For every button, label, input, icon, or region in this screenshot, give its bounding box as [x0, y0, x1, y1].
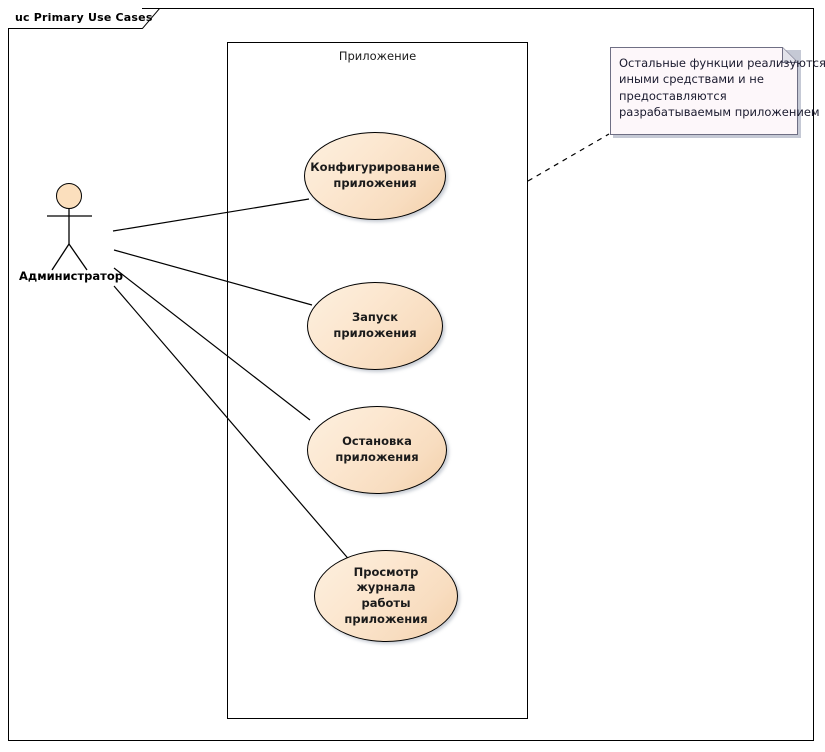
association-lines: [112, 198, 353, 564]
actor-label: Администратор: [19, 269, 123, 283]
actor-head-icon: [56, 183, 82, 209]
note-anchor-line: [527, 133, 610, 182]
usecase-label: Остановка приложения: [335, 434, 419, 464]
note-shape-icon: [610, 47, 798, 135]
frame-tab-corner-icon: [142, 8, 160, 29]
note-text-line-1: Остальные функции реализуются: [619, 56, 825, 70]
actor-figure-icon[interactable]: [47, 183, 92, 271]
system-boundary[interactable]: [227, 42, 528, 719]
note-text-line-4: разрабатываемым приложением: [619, 104, 820, 119]
association-line-uc-start[interactable]: [113, 249, 313, 306]
note-other-functions[interactable]: Остальные функции реализуются иными сред…: [610, 47, 825, 138]
actor-right-leg-line: [68, 243, 88, 271]
usecase-label: Конфигурирование приложения: [310, 160, 440, 190]
usecase-uc-start[interactable]: Запуск приложения: [307, 282, 443, 370]
diagram-frame: [8, 8, 814, 741]
actor-left-leg-line: [51, 243, 70, 271]
note-text: Остальные функции реализуются иными сред…: [619, 55, 825, 120]
note-text-line-2: иными средствами и не: [619, 72, 764, 87]
association-line-uc-stop[interactable]: [113, 267, 311, 421]
usecase-label: Запуск приложения: [333, 310, 417, 340]
usecase-uc-stop[interactable]: Остановка приложения: [307, 406, 447, 494]
usecase-uc-configure[interactable]: Конфигурирование приложения: [304, 132, 446, 220]
association-line-uc-configure[interactable]: [112, 198, 310, 232]
usecase-label: Просмотр журнала работы приложения: [344, 564, 428, 626]
usecase-uc-view-log[interactable]: Просмотр журнала работы приложения: [314, 550, 458, 642]
association-line-uc-view-log[interactable]: [113, 285, 353, 564]
frame-tab-label: uc Primary Use Cases: [15, 11, 153, 24]
note-text-line-3: предоставляются: [619, 88, 727, 103]
system-boundary-label: Приложение: [338, 49, 417, 63]
frame-tab-body: [8, 8, 142, 29]
